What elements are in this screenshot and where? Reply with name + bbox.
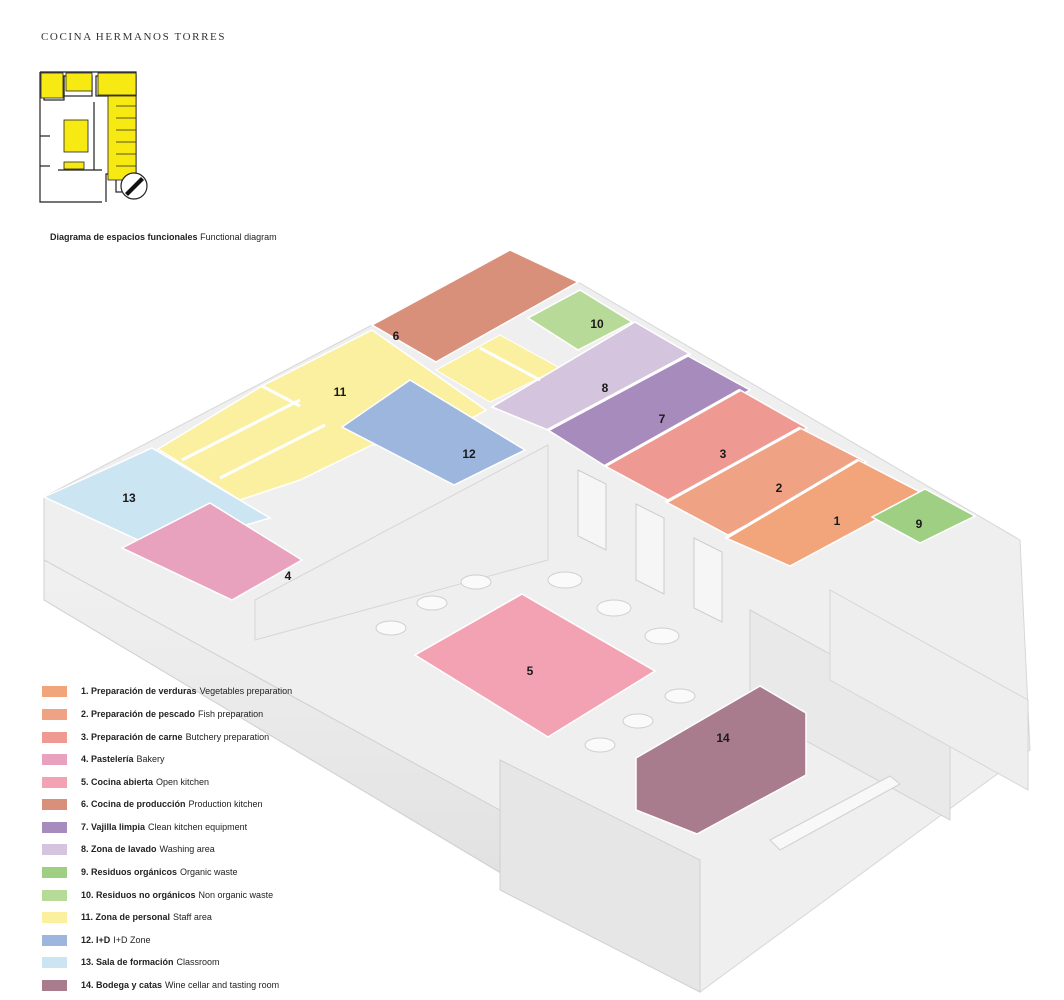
zone-labels: 1 2 3 4 5 6 7 8 9 10 11 12 13 14: [122, 317, 922, 745]
zone-9-shape: [870, 488, 977, 544]
corridor-wall: [254, 444, 549, 641]
zone-label-12: 12: [462, 447, 476, 461]
legend-swatch-1: [42, 685, 67, 697]
interior-walls: [181, 346, 859, 540]
key-plan: [39, 71, 148, 203]
legend-swatch-9: [42, 866, 67, 878]
dining-tables: [375, 571, 696, 753]
legend-swatch-8: [42, 843, 67, 855]
legend-swatch-14: [42, 979, 67, 991]
zone-label-10: 10: [590, 317, 604, 331]
zone-shapes: [42, 249, 977, 835]
zone-label-11: 11: [334, 385, 347, 399]
zone-label-8: 8: [602, 381, 609, 395]
brand-name-right: HERMANOS TORRES: [95, 31, 227, 43]
zone-label-4: 4: [285, 569, 292, 583]
legend-swatch-3: [42, 731, 67, 743]
front-wall: [499, 759, 701, 993]
zone-12-shape: [340, 379, 527, 486]
zone-6-shape: [370, 249, 580, 363]
legend-swatch-4: [42, 753, 67, 765]
zone-5-shape: [413, 593, 657, 738]
legend-swatch-6: [42, 798, 67, 810]
brand-name-left: COCINA: [41, 31, 93, 43]
zone-label-7: 7: [659, 412, 666, 426]
zone-10-shape: [526, 289, 634, 351]
zone-label-3: 3: [720, 447, 727, 461]
legend-swatch-7: [42, 821, 67, 833]
zone-label-1: 1: [834, 514, 841, 528]
diagram-subtitle: Diagrama de espacios funcionales Functio…: [50, 232, 277, 242]
zone-4-shape: [120, 502, 304, 601]
tasting-counter: [769, 775, 901, 851]
legend-swatch-5: [42, 776, 67, 788]
legend-swatch-12: [42, 934, 67, 946]
compass-needle-icon: [120, 172, 148, 200]
legend-swatch-11: [42, 911, 67, 923]
legend-swatch-2: [42, 708, 67, 720]
legend-swatch-13: [42, 956, 67, 968]
subtitle-es: Diagrama de espacios funcionales: [50, 232, 198, 242]
zone-label-5: 5: [527, 664, 534, 678]
subtitle-en: Functional diagram: [200, 232, 277, 242]
east-wall: [829, 589, 1029, 791]
legend-swatch-10: [42, 889, 67, 901]
zone-label-13: 13: [122, 491, 136, 505]
zone-label-2: 2: [776, 481, 783, 495]
zone-label-6: 6: [393, 329, 400, 343]
zone-label-9: 9: [916, 517, 923, 531]
zone-14-shape: [635, 685, 807, 835]
shelving-units: [577, 469, 723, 623]
zone-label-14: 14: [716, 731, 730, 745]
